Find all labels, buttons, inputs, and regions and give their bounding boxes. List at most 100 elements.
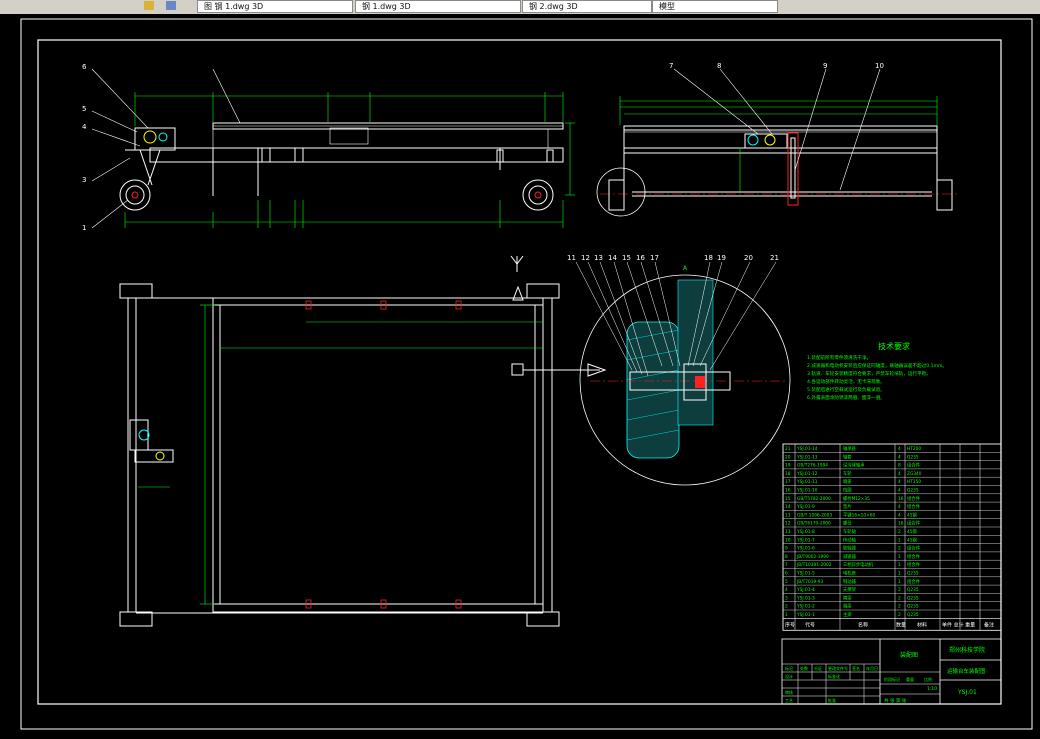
bom-cell: 16	[785, 488, 791, 494]
bom-cell: Q235	[907, 595, 919, 601]
title-label: 年月日	[866, 665, 878, 671]
bom-cell: 4	[898, 454, 901, 460]
balloon-label: 14	[608, 254, 617, 262]
bom-header-cell: 名称	[858, 621, 868, 628]
bom-cell: 45钢	[907, 536, 917, 543]
bom-cell: 4	[785, 587, 788, 593]
bom-cell: 组合件	[907, 545, 921, 552]
balloon-label: 5	[82, 105, 86, 113]
balloon-label: 3	[82, 176, 86, 184]
bom-cell: 19	[785, 463, 791, 469]
balloon-label: 21	[770, 254, 779, 262]
bom-cell: 联轴器	[843, 545, 857, 552]
balloon-label: 9	[823, 62, 827, 70]
tech-line: 1.装配前所有零件须清洗干净。	[807, 354, 871, 361]
bom-cell: 18	[785, 471, 791, 477]
toolbar-icon[interactable]	[166, 1, 176, 10]
title-label: 分区	[814, 665, 822, 671]
bom-cell: GB/T276-1994	[797, 463, 828, 469]
bom-cell: 挡圈	[843, 487, 852, 494]
outer-border	[20, 18, 1033, 730]
bom-cell: 1	[898, 537, 901, 543]
bom-cell: YSJ.01-7	[796, 537, 815, 543]
bom-cell: YSJ.01-10	[796, 488, 818, 494]
document-tab[interactable]: 钢 1.dwg 3D	[355, 0, 521, 13]
balloon-label: 6	[82, 63, 87, 71]
bom-cell: 4	[898, 488, 901, 494]
bom-cell: 2	[898, 612, 901, 618]
cad-drawing: 6 5 4 3 1	[20, 18, 1033, 730]
document-tab[interactable]: 模型	[652, 0, 778, 13]
bom-cell: 1	[898, 571, 901, 577]
bom-cell: 11	[785, 529, 791, 535]
bom-cell: YSJ.01-5	[796, 571, 815, 577]
title-label: 阶段标记	[884, 676, 900, 682]
bom-cell: 2	[898, 546, 901, 552]
bom-cell: 车轮轴	[843, 528, 856, 535]
bom-cell: 8	[898, 463, 901, 469]
bom-cell: 组合件	[907, 561, 921, 568]
bom-cell: 三相异步电动机	[843, 561, 874, 568]
bom-cell: Q235	[907, 488, 919, 494]
bom-cell: 深沟球轴承	[843, 462, 865, 469]
tech-title: 技术要求	[878, 341, 910, 351]
balloon-label: 15	[622, 254, 631, 262]
title-block: 装配图 郑州科技学院 运输台车装配图 YSJ.01 1:10 共 张 第 张 标…	[781, 638, 1002, 705]
title-label: 标准化	[828, 673, 840, 679]
bom-cell: 组合件	[907, 520, 921, 527]
bom-cell: HT150	[907, 479, 921, 485]
bom-cell: Q235	[907, 571, 919, 577]
bom-cell: 主梁	[843, 611, 852, 618]
title-label: 比例	[924, 676, 932, 682]
bom-cell: 45钢	[907, 511, 917, 518]
bom-cell: 2	[898, 595, 901, 601]
bom-cell: 4	[898, 504, 901, 510]
bom-cell: 9	[785, 546, 788, 552]
tech-line: 2.减速器和电动机安装后应保证同轴度，联轴器误差不超过0.1mm。	[807, 362, 947, 369]
drawing-number: YSJ.01	[957, 689, 977, 696]
title-label: 批准	[828, 697, 836, 703]
title-label: 审核	[785, 689, 793, 695]
document-tab[interactable]: 钢 2.dwg 3D	[522, 0, 652, 13]
toolbar-icon[interactable]	[144, 1, 154, 10]
bom-cell: GB/T 1096-2003	[797, 512, 832, 518]
drawing-canvas[interactable]: 6 5 4 3 1	[0, 14, 1040, 735]
tech-line: 5.装配后进行空载试运行及负载试验。	[807, 386, 885, 393]
document-tab[interactable]: 图 钢 1.dwg 3D	[197, 0, 353, 13]
bom-cell: 传动轴	[843, 536, 856, 543]
balloon-label: 12	[581, 254, 590, 262]
bom-cell: 组合件	[907, 578, 921, 585]
bom-cell: 1	[898, 579, 901, 585]
bom-cell: 2	[898, 587, 901, 593]
school-name: 郑州科技学院	[949, 646, 985, 654]
balloon-label: 19	[717, 254, 726, 262]
bom-cell: 17	[785, 479, 791, 485]
balloon-label: 20	[744, 254, 753, 262]
title-unit: 装配图	[900, 651, 918, 659]
bom-cell: 10	[785, 537, 791, 543]
bom-cell: Q235	[907, 454, 919, 460]
bom-cell: 电机座	[843, 570, 857, 577]
bom-cell: 组合件	[907, 462, 921, 469]
drawing-name: 运输台车装配图	[947, 667, 986, 675]
title-label: 工艺	[785, 698, 793, 703]
plan-view	[119, 255, 607, 627]
bom-cell: 1	[898, 562, 901, 568]
bom-cell: Q235	[907, 604, 919, 610]
bom-cell: 4	[898, 446, 901, 452]
bom-cell: 横梁	[843, 594, 852, 601]
bom-cell: YSJ.01-12	[796, 471, 818, 477]
bom-cell: 垫片	[843, 503, 852, 510]
balloon-label: 7	[669, 62, 673, 70]
bom-cell: JB/T10391-2002	[796, 562, 832, 568]
bom-cell: 2	[898, 529, 901, 535]
title-label: 签名	[852, 665, 860, 671]
bom-cell: 8	[785, 554, 788, 560]
bom-cell: YSJ.01-2	[796, 604, 815, 610]
title-label: 重量	[906, 676, 914, 682]
bom-cell: YSJ.01-13	[796, 454, 818, 460]
bom-cell: HT200	[907, 446, 921, 452]
title-label: 设计	[785, 673, 793, 679]
bom-header-cell: 代号	[805, 621, 815, 628]
technical-requirements: 技术要求 1.装配前所有零件须清洗干净。 2.减速器和电动机安装后应保证同轴度，…	[807, 341, 947, 401]
